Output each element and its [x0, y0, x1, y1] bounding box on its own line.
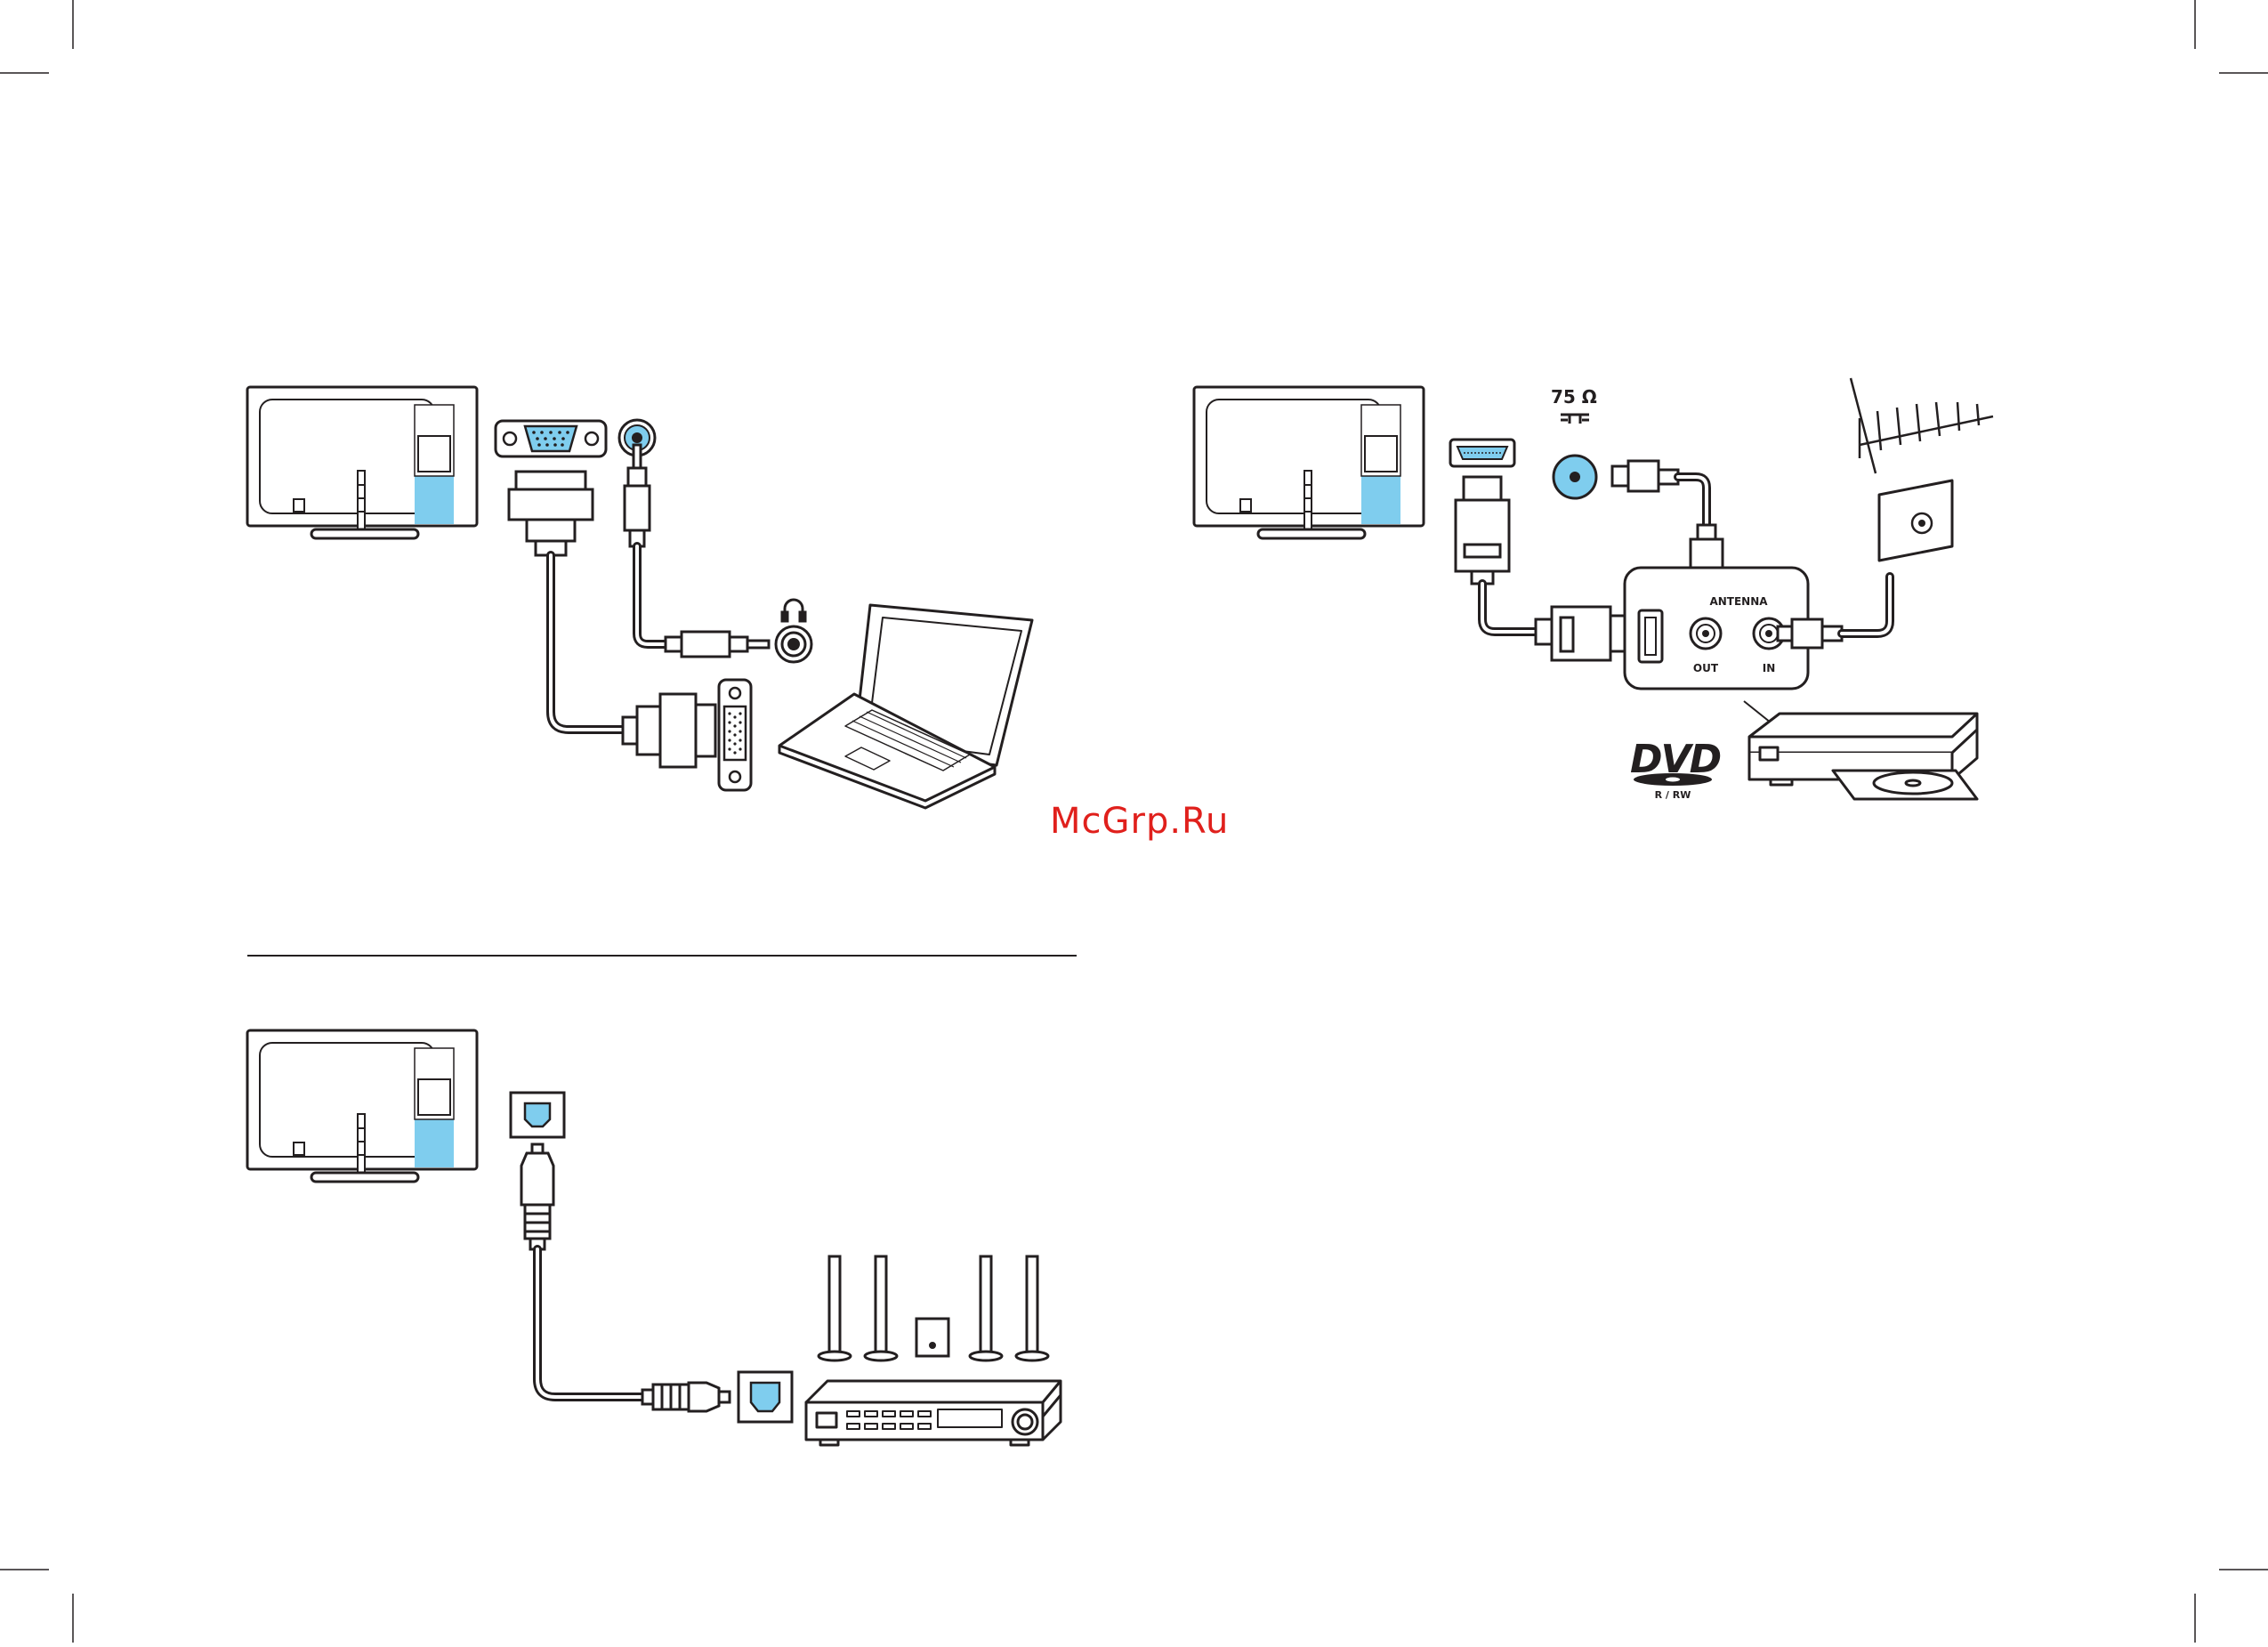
- coax-cable-wall: [1842, 577, 1890, 634]
- antenna-out-port: [1691, 618, 1721, 649]
- headphone-icon: [782, 600, 805, 621]
- impedance-label: 75 Ω: [1551, 386, 1597, 408]
- headphone-jack-laptop: [776, 626, 811, 662]
- optical-port-receiver: [739, 1372, 792, 1422]
- hdmi-plug-dvd: [1536, 607, 1634, 660]
- tv-back-view-3: [247, 1030, 477, 1182]
- antenna-port-tv: [1554, 456, 1596, 498]
- coax-plug-tv: [1612, 461, 1678, 491]
- optical-port-tv: [511, 1093, 564, 1137]
- vga-port-laptop: [719, 680, 751, 790]
- hdmi-port-tv: [1450, 440, 1514, 466]
- av-receiver: [806, 1381, 1061, 1445]
- tv-back-view: [247, 387, 477, 538]
- vga-plug-tv: [509, 472, 593, 555]
- coax-cable-tv: [1678, 477, 1707, 525]
- speakers: [819, 1256, 1048, 1360]
- hdmi-plug-tv: [1456, 477, 1509, 584]
- dvd-rw-label: R / RW: [1655, 789, 1691, 801]
- vga-port-tv: [496, 421, 606, 456]
- dvd-player: [1749, 714, 1977, 799]
- panel-vga-laptop: [247, 387, 1032, 808]
- vga-cable: [551, 555, 623, 730]
- out-label: OUT: [1693, 662, 1719, 674]
- audio-plug-tv: [625, 445, 650, 546]
- panel-hdmi-dvd: 75 Ω ANTENNA: [1194, 378, 1993, 801]
- hdmi-port-dvd: [1639, 610, 1662, 662]
- optical-cable: [537, 1249, 642, 1397]
- wall-antenna-socket: [1879, 480, 1952, 561]
- optical-plug-receiver: [642, 1383, 730, 1411]
- audio-plug-laptop: [666, 632, 769, 657]
- roof-antenna: [1851, 378, 1993, 473]
- tv-back-view-2: [1194, 387, 1424, 538]
- vga-plug-laptop: [623, 694, 715, 767]
- optical-plug-tv: [521, 1144, 553, 1249]
- antenna-label: ANTENNA: [1709, 595, 1768, 608]
- in-label: IN: [1763, 662, 1776, 674]
- panel-optical-hometheater: [247, 1030, 1061, 1445]
- watermark-text: McGrp.Ru: [1050, 801, 1229, 842]
- coax-symbol: [1561, 415, 1589, 424]
- dvd-logo: DVD R / RW: [1630, 737, 1721, 801]
- audio-cable: [637, 546, 685, 644]
- laptop: [779, 605, 1032, 808]
